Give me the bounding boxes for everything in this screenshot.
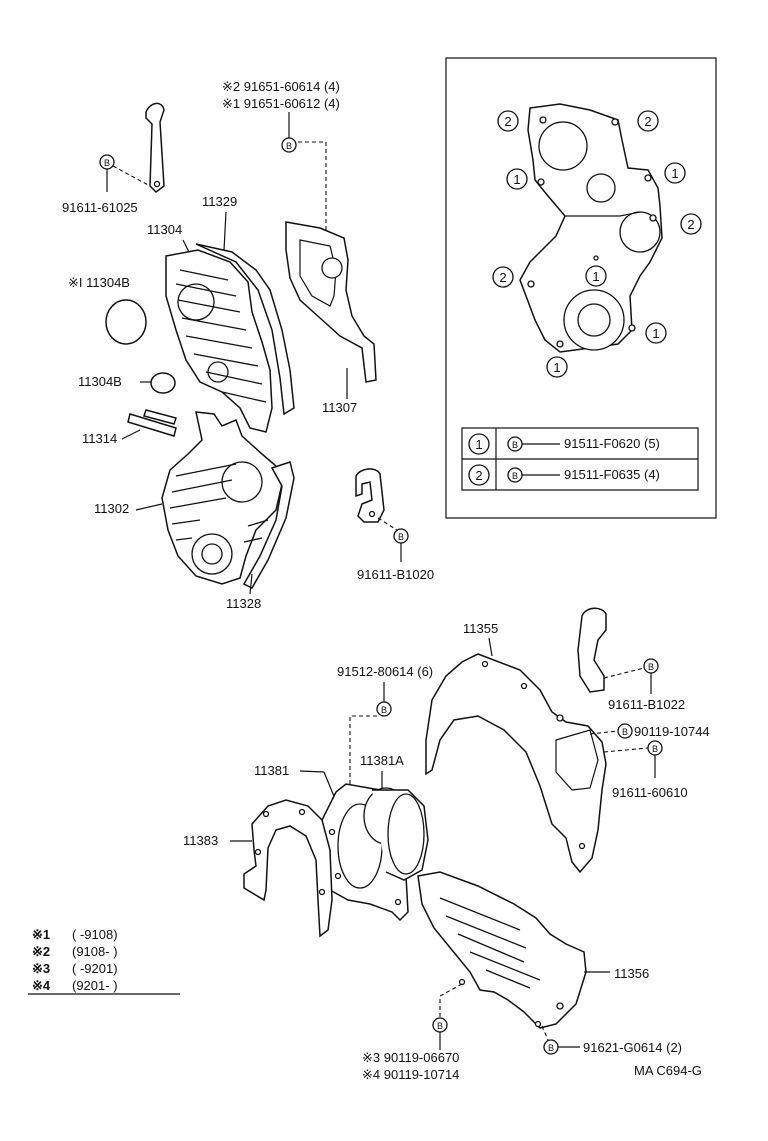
svg-text:B: B	[398, 532, 404, 542]
note-mark-2: ※2	[32, 944, 50, 959]
diagram-code: MA C694-G	[634, 1063, 702, 1078]
label-90119-10714: ※4 90119-10714	[362, 1067, 459, 1082]
svg-text:1: 1	[592, 269, 599, 284]
oil-pan-cover-11356	[417, 871, 587, 1029]
label-11328: 11328	[226, 596, 261, 611]
label-11381A: 11381A	[360, 753, 404, 768]
inset-mark-2c: 2	[680, 213, 702, 235]
label-11304B-star: ※I 11304B	[68, 275, 130, 290]
hook-bracket-mid	[355, 468, 385, 523]
inset-mark-1d: 1	[645, 322, 667, 344]
svg-text:B: B	[437, 1021, 443, 1031]
label-11329: 11329	[202, 194, 237, 209]
label-11304B: 11304B	[78, 374, 122, 389]
svg-text:B: B	[512, 440, 518, 450]
note-mark-3: ※3	[32, 961, 50, 976]
b-bolt-right-2: B	[617, 723, 633, 739]
b-bolt-left: B	[99, 154, 115, 170]
label-11307: 11307	[322, 400, 357, 415]
inset-mark-1e: 1	[546, 356, 568, 378]
inset-mark-2a: 2	[497, 110, 519, 132]
b-bolt-right-3: B	[647, 740, 663, 756]
note-range-4: (9201- )	[72, 978, 118, 993]
label-11302: 11302	[94, 501, 129, 516]
inset-mark-2b: 2	[637, 110, 659, 132]
legend-row-2: 2 B 91511-F0635 (4)	[468, 464, 660, 486]
svg-text:1: 1	[513, 172, 520, 187]
svg-text:1: 1	[475, 437, 482, 452]
svg-text:B: B	[548, 1043, 554, 1053]
note-range-3: ( -9201)	[72, 961, 118, 976]
svg-text:91511-F0635 (4): 91511-F0635 (4)	[564, 467, 660, 482]
label-91611-61025: 91611-61025	[62, 200, 138, 215]
svg-text:2: 2	[504, 114, 511, 129]
b-bolt-mid: B	[393, 528, 409, 544]
b-bolt-bottom: B	[432, 1017, 448, 1033]
upper-timing-cover	[165, 243, 295, 433]
hook-bracket-right	[577, 607, 607, 693]
label-11314: 11314	[82, 431, 117, 446]
inset-timing-plate	[519, 103, 663, 353]
svg-text:B: B	[652, 744, 658, 754]
key-11314	[127, 409, 177, 437]
inset-mark-1a: 1	[506, 168, 528, 190]
svg-text:2: 2	[475, 468, 482, 483]
svg-text:B: B	[512, 471, 518, 481]
label-91611-B1020: 91611-B1020	[357, 567, 434, 582]
svg-text:91511-F0620 (5): 91511-F0620 (5)	[564, 436, 660, 451]
svg-text:2: 2	[644, 114, 651, 129]
svg-text:2: 2	[687, 217, 694, 232]
svg-text:1: 1	[553, 360, 560, 375]
svg-text:2: 2	[499, 270, 506, 285]
svg-text:B: B	[648, 662, 654, 672]
label-91651-60614: ※2 91651-60614 (4)	[222, 79, 340, 94]
note-range-1: ( -9108)	[72, 927, 118, 942]
svg-text:B: B	[381, 705, 387, 715]
inset-legend-table: 1 B 91511-F0620 (5) 2 B 91511-F0635 (4)	[461, 427, 699, 491]
label-91611-B1022: 91611-B1022	[608, 697, 685, 712]
label-11355: 11355	[463, 621, 498, 636]
gasket-11307	[285, 221, 377, 383]
legend-row-1: 1 B 91511-F0620 (5)	[468, 433, 660, 455]
label-11381: 11381	[254, 763, 289, 778]
label-90119-10744: 90119-10744	[634, 724, 710, 739]
svg-text:B: B	[622, 727, 628, 737]
svg-text:B: B	[286, 141, 292, 151]
label-91611-60610: 91611-60610	[612, 785, 688, 800]
b-bolt-top: B	[281, 137, 297, 153]
gasket-11383	[243, 799, 333, 938]
b-bolt-91512: B	[376, 701, 392, 717]
cap-11304B-large	[105, 299, 147, 345]
svg-text:1: 1	[671, 166, 678, 181]
b-bolt-91621: B	[543, 1039, 559, 1055]
applicability-notes: ※1 ( -9108) ※2 (9108- ) ※3 ( -9201) ※4 (…	[28, 927, 180, 995]
note-range-2: (9108- )	[72, 944, 118, 959]
inset-mark-1c: 1	[585, 265, 607, 287]
label-91651-60612: ※1 91651-60612 (4)	[222, 96, 340, 111]
svg-text:B: B	[104, 158, 110, 168]
label-11383: 11383	[183, 833, 218, 848]
end-plate-11355	[425, 653, 607, 874]
label-91621-G0614: 91621-G0614 (2)	[583, 1040, 682, 1055]
inset-markers: 2 2 1 1 2 2 1 1 1	[492, 110, 702, 378]
note-mark-4: ※4	[32, 978, 51, 993]
label-90119-06670: ※3 90119-06670	[362, 1050, 459, 1065]
b-bolt-right-1: B	[643, 658, 659, 674]
cap-11304B-small	[150, 372, 176, 394]
label-11304: 11304	[147, 222, 182, 237]
hook-bracket-left	[145, 102, 165, 193]
label-11356: 11356	[614, 966, 649, 981]
inset-mark-1b: 1	[664, 162, 686, 184]
svg-text:1: 1	[652, 326, 659, 341]
inset-frame	[445, 57, 717, 519]
oil-seal-retainer	[321, 783, 429, 922]
lower-timing-cover	[161, 411, 295, 589]
note-mark-1: ※1	[32, 927, 50, 942]
label-91512-80614: 91512-80614 (6)	[337, 664, 433, 679]
inset-mark-2d: 2	[492, 266, 514, 288]
